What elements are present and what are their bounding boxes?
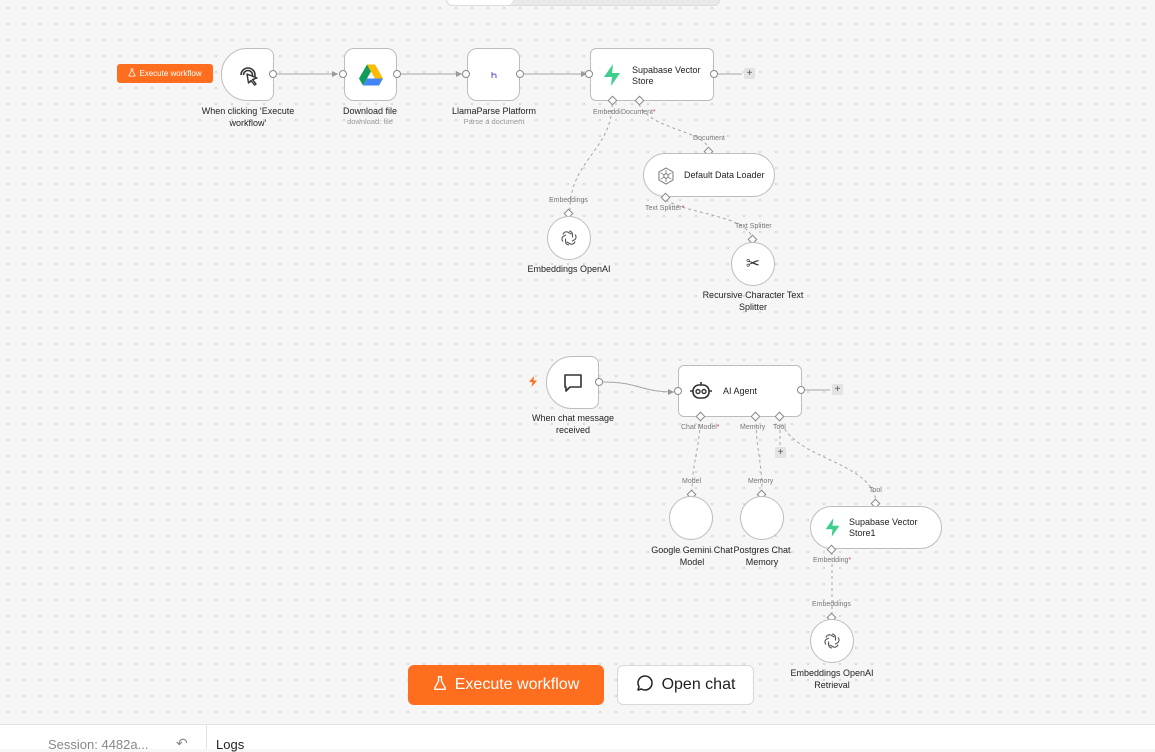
port-chat-model-label: Chat Model*: [681, 424, 720, 431]
node-embeddings-openai[interactable]: [547, 216, 591, 260]
node-postgres-chat-memory-label: Postgres Chat Memory: [733, 545, 791, 567]
embeddings-in2-label: Embeddings: [812, 601, 851, 608]
edge-loader-splitter: [665, 199, 754, 241]
port-text-splitter-out-label: Text Splitter*: [645, 205, 685, 212]
handle-out[interactable]: [393, 70, 401, 78]
node-default-data-loader-label: Default Data Loader: [684, 170, 765, 180]
port-memory-label: Memory: [740, 424, 766, 431]
logs-title: Logs: [216, 737, 245, 752]
node-postgres-chat-memory[interactable]: [740, 496, 784, 540]
add-node-plus[interactable]: +: [832, 384, 843, 395]
node-recursive-text-splitter[interactable]: ✂: [731, 242, 775, 286]
add-node-plus[interactable]: +: [744, 68, 755, 79]
node-embeddings-openai-label: Embeddings OpenAI: [527, 264, 611, 274]
edge-store-embeddings: [569, 103, 613, 211]
handle-out[interactable]: [269, 70, 277, 78]
openai-icon: [823, 632, 841, 650]
tool-in-label: Tool: [869, 487, 882, 494]
node-manual-trigger[interactable]: [221, 48, 274, 101]
node-supabase-vector-store[interactable]: Supabase Vector Store: [590, 48, 714, 101]
robot-icon: [689, 380, 713, 407]
session-id: Session: 4482a...: [48, 737, 149, 752]
edge-agent-tool: [779, 417, 877, 503]
add-tool-plus[interactable]: +: [775, 447, 786, 458]
edge-chat-agent: [601, 381, 675, 395]
panel-divider: [206, 725, 207, 749]
edge-agent-memory: [755, 417, 763, 495]
supabase-icon: [602, 64, 622, 91]
node-embeddings-openai-retrieval-label: Embeddings OpenAI Retrieval: [790, 668, 874, 690]
open-chat-button[interactable]: Open chat: [617, 665, 754, 705]
embeddings-in-label: Embeddings: [549, 197, 588, 204]
handle-in[interactable]: [674, 387, 682, 395]
lightning-icon: [529, 374, 537, 392]
chat-icon: [636, 674, 654, 697]
model-in-label: Model: [682, 478, 702, 485]
node-llamaparse-sublabel: Parse a document: [463, 117, 525, 126]
node-supabase-vector-store-label: Supabase Vector Store: [632, 65, 701, 86]
port-embedding-label: Embeddi: [593, 109, 621, 116]
node-download-file[interactable]: [344, 48, 397, 101]
execute-workflow-button[interactable]: Execute workflow: [408, 665, 604, 705]
node-embeddings-openai-retrieval[interactable]: [810, 619, 854, 663]
undo-icon[interactable]: ↶: [176, 735, 188, 751]
node-recursive-text-splitter-label: Recursive Character Text Splitter: [702, 290, 804, 312]
chat-bubble-icon: [562, 372, 584, 394]
text-splitter-in-label: Text Splitter: [735, 223, 772, 230]
node-google-gemini-chat-model-label: Google Gemini Chat Model: [651, 545, 733, 567]
handle-out[interactable]: [710, 70, 718, 78]
port-document-label: Document*: [621, 109, 656, 116]
handle-in[interactable]: [585, 70, 593, 78]
flask-icon: [433, 675, 447, 696]
port-tool-label: Tool: [773, 424, 786, 431]
node-ai-agent-label: AI Agent: [723, 386, 758, 396]
edge-store-document: [638, 103, 710, 151]
execute-workflow-tag-button[interactable]: Execute workflow: [117, 64, 213, 83]
top-tab-active[interactable]: [447, 0, 513, 5]
node-download-file-sublabel: download: file: [347, 117, 393, 126]
node-supabase-vector-store1[interactable]: Supabase Vector Store1: [810, 506, 942, 549]
google-drive-icon: [358, 64, 383, 85]
execute-workflow-tag-label: Execute workflow: [139, 69, 202, 78]
node-download-file-label: Download file: [342, 106, 398, 116]
loader-document-in-label: Document: [693, 135, 725, 142]
openai-icon: [560, 229, 578, 247]
open-chat-label: Open chat: [661, 676, 736, 693]
scissors-icon: ✂: [745, 254, 761, 273]
handle-in[interactable]: [339, 70, 347, 78]
data-loader-icon: [657, 167, 675, 190]
execute-workflow-label: Execute workflow: [454, 676, 580, 693]
node-supabase-vector-store1-label: Supabase Vector Store1: [849, 517, 918, 538]
node-llamaparse-label: LlamaParse Platform: [451, 106, 537, 116]
node-chat-trigger[interactable]: [546, 356, 599, 409]
handle-out[interactable]: [516, 70, 524, 78]
flask-icon: [128, 68, 136, 79]
edge-agent-model: [691, 417, 701, 495]
supabase-icon: [824, 518, 841, 542]
node-google-gemini-chat-model[interactable]: [669, 496, 713, 540]
llama-icon: [490, 71, 498, 79]
port-embedding-out-label: Embedding*: [813, 557, 852, 564]
node-default-data-loader[interactable]: Default Data Loader: [643, 153, 775, 197]
handle-out[interactable]: [797, 386, 805, 394]
bottom-panel: Session: 4482a... ↶ Logs: [0, 724, 1155, 752]
handle-out[interactable]: [595, 378, 603, 386]
node-chat-trigger-label: When chat message received: [531, 413, 615, 435]
memory-in-label: Memory: [748, 478, 774, 485]
cursor-click-icon: [235, 62, 261, 88]
node-llamaparse[interactable]: [467, 48, 520, 101]
node-manual-trigger-label: When clicking ‘Execute workflow’: [201, 106, 295, 128]
handle-in[interactable]: [462, 70, 470, 78]
node-ai-agent[interactable]: AI Agent: [678, 365, 802, 417]
